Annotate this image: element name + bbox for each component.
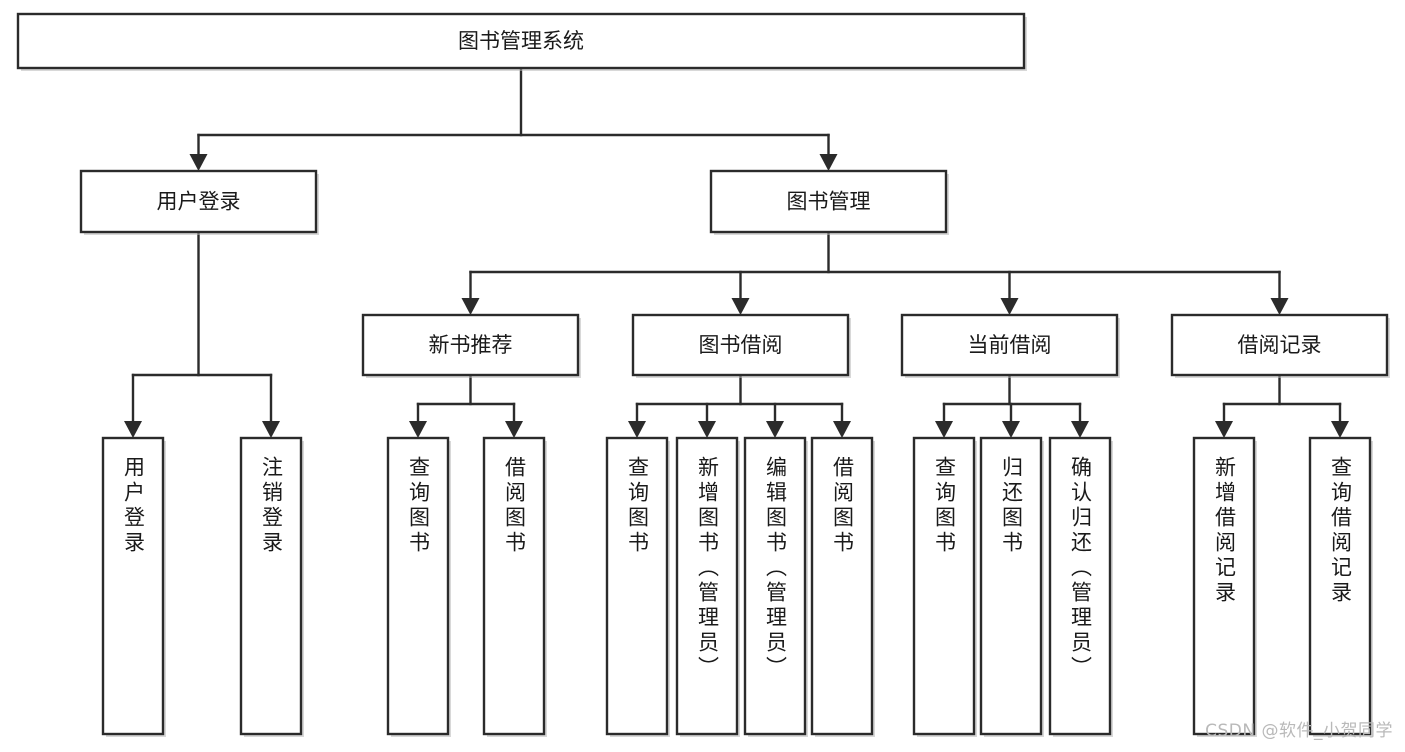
arrow-head-leaf-query-book-3 — [935, 421, 953, 438]
node-box-current-borrow[interactable] — [900, 313, 1119, 377]
node-box-leaf-borrow-book-2[interactable] — [810, 436, 874, 736]
node-label-root: 图书管理系统 — [458, 29, 584, 53]
node-box-leaf-query-record[interactable] — [1308, 436, 1372, 736]
arrow-head-leaf-return-book — [1002, 421, 1020, 438]
arrow-head-borrow-record — [1270, 298, 1289, 315]
node-label-book-manage: 图书管理 — [787, 190, 871, 214]
arrow-head-leaf-query-book-1 — [409, 421, 427, 438]
node-box-root[interactable] — [16, 12, 1026, 70]
node-label-user-login: 用户登录 — [157, 190, 241, 214]
node-box-leaf-add-record[interactable] — [1192, 436, 1256, 736]
arrow-head-leaf-query-book-2 — [628, 421, 646, 438]
node-box-leaf-edit-book[interactable] — [743, 436, 807, 736]
connectors-layer — [124, 66, 1349, 438]
arrow-head-leaf-user-logout — [262, 421, 280, 438]
arrow-head-book-borrow — [731, 298, 750, 315]
arrow-head-leaf-borrow-book-1 — [505, 421, 523, 438]
arrow-head-leaf-confirm-return — [1071, 421, 1089, 438]
node-box-book-manage[interactable] — [709, 169, 948, 234]
node-label-borrow-record: 借阅记录 — [1238, 333, 1322, 357]
node-label-current-borrow: 当前借阅 — [968, 333, 1052, 357]
arrow-head-leaf-edit-book — [766, 421, 784, 438]
arrow-head-leaf-user-login — [124, 421, 142, 438]
node-boxes-layer — [16, 12, 1390, 737]
node-box-leaf-user-login[interactable] — [101, 436, 165, 736]
node-box-new-book-rec[interactable] — [361, 313, 580, 377]
node-box-leaf-query-book-2[interactable] — [605, 436, 669, 736]
node-box-leaf-user-logout[interactable] — [239, 436, 303, 736]
arrow-head-current-borrow — [1000, 298, 1019, 315]
arrow-head-leaf-add-book — [698, 421, 716, 438]
node-box-leaf-borrow-book-1[interactable] — [482, 436, 546, 736]
node-box-leaf-query-book-1[interactable] — [386, 436, 450, 736]
node-box-book-borrow[interactable] — [631, 313, 850, 377]
arrow-head-user-login — [189, 154, 208, 171]
node-box-leaf-add-book[interactable] — [675, 436, 739, 736]
csdn-watermark: CSDN @软件_小贺同学 — [1205, 721, 1393, 741]
arrow-head-leaf-add-record — [1215, 421, 1233, 438]
node-box-leaf-confirm-return[interactable] — [1048, 436, 1112, 736]
node-label-new-book-rec: 新书推荐 — [429, 333, 513, 357]
arrow-head-new-book-rec — [461, 298, 480, 315]
node-box-leaf-query-book-3[interactable] — [912, 436, 976, 736]
node-box-user-login[interactable] — [79, 169, 318, 234]
node-label-book-borrow: 图书借阅 — [699, 333, 783, 357]
node-box-borrow-record[interactable] — [1170, 313, 1389, 377]
arrow-head-leaf-borrow-book-2 — [833, 421, 851, 438]
arrow-head-book-manage — [819, 154, 838, 171]
node-box-leaf-return-book[interactable] — [979, 436, 1043, 736]
arrow-head-leaf-query-record — [1331, 421, 1349, 438]
